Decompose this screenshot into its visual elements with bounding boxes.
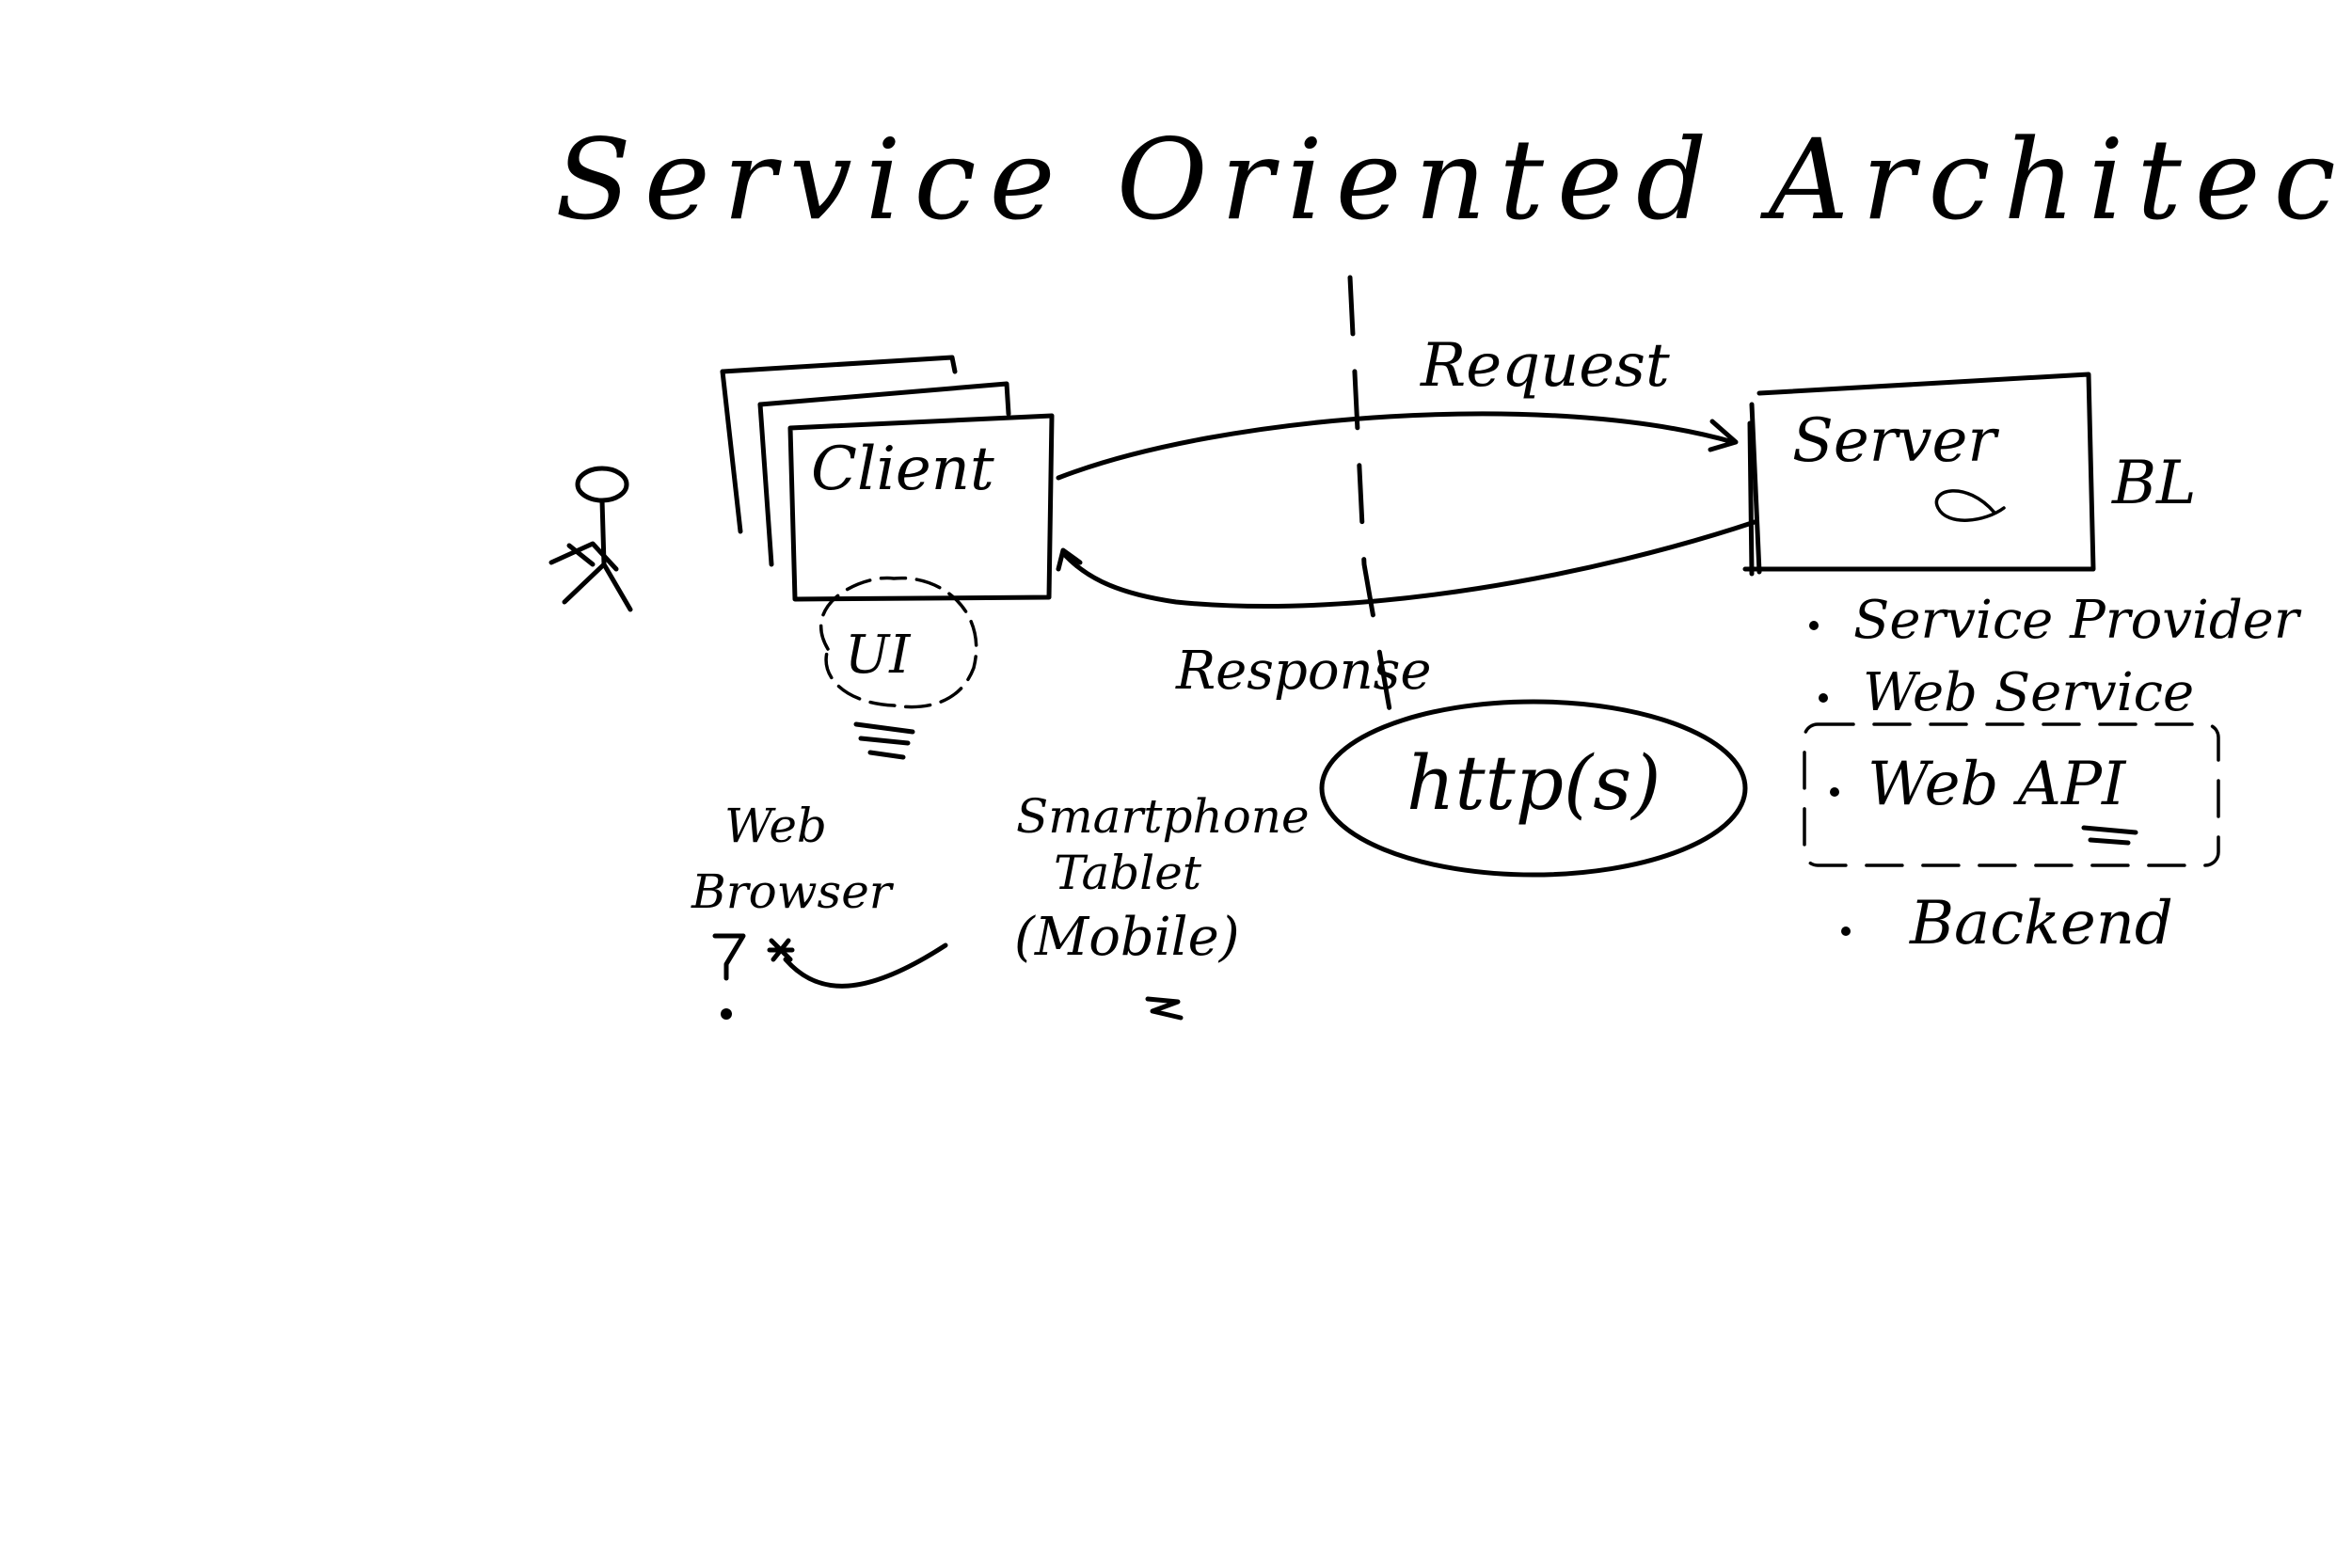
bl-label: BL [2111,449,2197,518]
client-label: Client [811,435,994,504]
term-web-api: Web API [1867,750,2127,819]
response-arrow [1060,519,1757,609]
browser-mark-icon [712,933,948,1020]
browser-line1: Web [724,799,827,853]
response-label: Response [1175,641,1432,702]
request-label: Request [1420,331,1670,401]
bullet-4 [1841,927,1851,936]
browser-line2: Browser [691,864,895,919]
mobile-line1: Smartphone [1016,789,1310,844]
term-backend: Backend [1909,889,2173,958]
ui-bulb-icon [818,576,978,760]
protocol-label: http(s) [1406,739,1661,827]
process-loop-icon [1934,489,2006,522]
user-stick-figure-icon [548,466,633,612]
mobile-line3: (Mobile) [1014,907,1240,968]
term-web-service: Web Service [1863,662,2194,723]
bullet-2 [1819,693,1828,703]
client-box [720,355,1055,602]
mobile-emphasis-icon [1145,996,1184,1021]
request-arrowhead-icon [1708,419,1739,452]
emphasis-marks-icon [2081,825,2138,846]
web-api-highlight-box [1803,722,2220,867]
bullet-3 [1830,787,1839,797]
response-arrowhead-icon [1056,547,1083,572]
mobile-line2: Tablet [1054,846,1202,900]
request-arrow [1056,411,1736,481]
protocol-ellipse [1319,699,1748,878]
ui-label: UI [845,625,912,686]
diagram-title: Service Oriented Architecture (SOA) [555,115,2352,245]
term-service-provider: Service Provider [1853,590,2302,651]
server-label: Server [1792,406,1999,476]
network-boundary-line [1347,275,1393,718]
server-box [1742,372,2096,577]
bullet-1 [1809,621,1819,630]
